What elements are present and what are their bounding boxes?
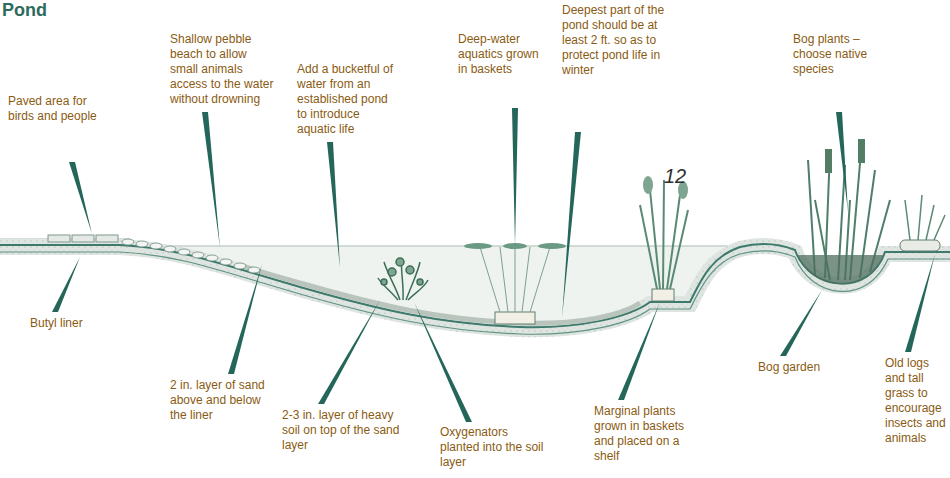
pebbles [122,239,260,273]
deep-water-plant [464,243,566,324]
bog-soil [798,255,883,284]
liner-underside [0,251,950,334]
logs-grass [900,195,945,251]
callout-label: Butyl liner [30,316,120,331]
callout-label: Paved area for birds and people [8,94,108,124]
callout-label: 2-3 in. layer of heavy soil on top of th… [282,408,400,453]
leader-lines [52,108,935,422]
callout-label: Oxygenators planted into the soil layer [440,425,550,470]
callout-label: Bog garden [758,360,838,375]
callout-label: Old logs and tall grass to encourage ins… [885,356,947,446]
soil-layer [240,265,640,323]
page-number: 12 [664,165,694,187]
diagram-title: Pond [2,0,47,21]
callout-label: Deepest part of the pond should be at le… [562,3,666,78]
callout-label: Marginal plants grown in baskets and pla… [594,404,706,464]
callout-label: 2 in. layer of sand above and below the … [170,378,280,423]
water-surface [128,245,728,247]
paving [48,235,118,242]
callout-label: Bog plants – choose native species [793,32,893,77]
oxygenator-plant [378,258,428,300]
sand-layer [0,246,950,329]
marginal-plant [640,176,688,301]
callout-label: Add a bucketful of water from an establi… [297,62,397,137]
callout-label: Shallow pebble beach to allow small anim… [170,32,278,107]
callout-label: Deep-water aquatics grown in baskets [458,32,550,77]
sand-texture [0,246,950,329]
